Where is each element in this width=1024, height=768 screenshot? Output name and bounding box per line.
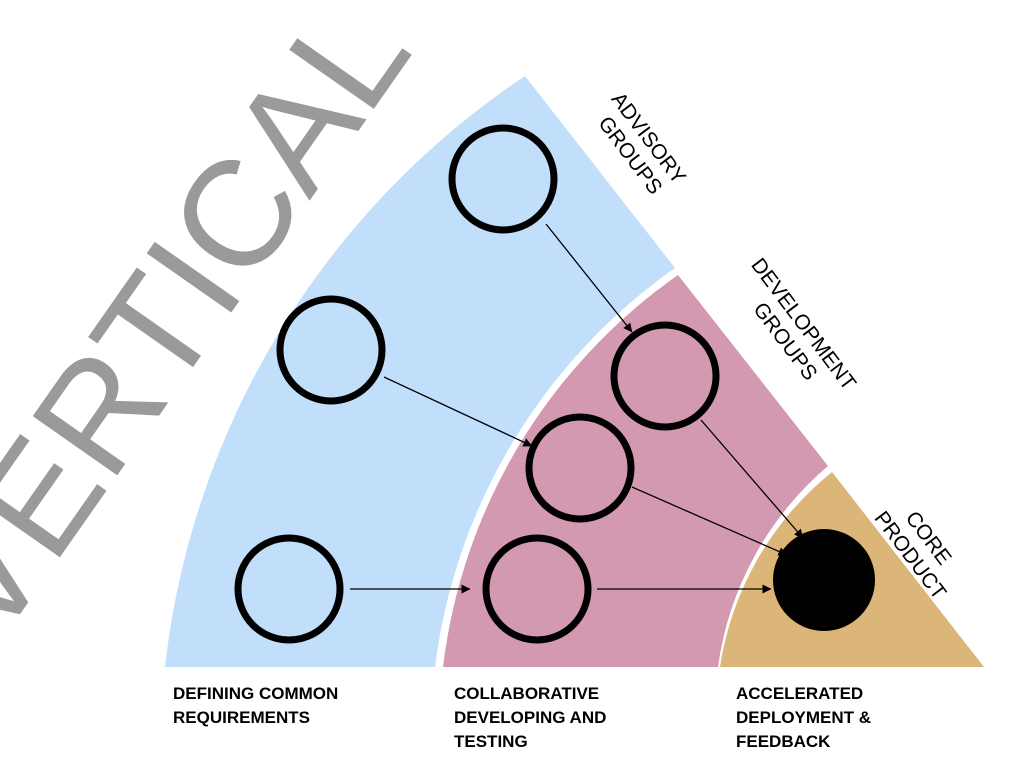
development-group-node (525, 413, 635, 523)
arrow-development-to-core (631, 486, 788, 556)
caption-line: ACCELERATED (736, 684, 864, 703)
caption-line: COLLABORATIVE (454, 684, 600, 703)
caption-line: FEEDBACK (736, 732, 831, 751)
development-group-node (482, 534, 592, 644)
advisory-group-node (448, 124, 558, 234)
caption-line: DEPLOYMENT & (736, 708, 872, 727)
advisory-group-node (234, 534, 344, 644)
caption-defining-common-requirements: DEFINING COMMON REQUIREMENTS (173, 682, 413, 730)
arrow-development-to-core (700, 419, 804, 539)
advisory-group-node (276, 295, 386, 405)
arrow-advisory-to-development (383, 376, 533, 447)
development-group-node (610, 321, 720, 431)
arrow-advisory-to-development (545, 223, 633, 333)
caption-collaborative-developing-testing: COLLABORATIVE DEVELOPING AND TESTING (454, 682, 694, 754)
caption-line: TESTING (454, 732, 528, 751)
advisory-groups-ring (165, 76, 675, 667)
caption-line: REQUIREMENTS (173, 708, 310, 727)
caption-line: DEVELOPING AND (454, 708, 607, 727)
caption-line: DEFINING COMMON (173, 684, 339, 703)
core-product-node (773, 529, 875, 631)
caption-accelerated-deployment-feedback: ACCELERATED DEPLOYMENT & FEEDBACK (736, 682, 976, 754)
